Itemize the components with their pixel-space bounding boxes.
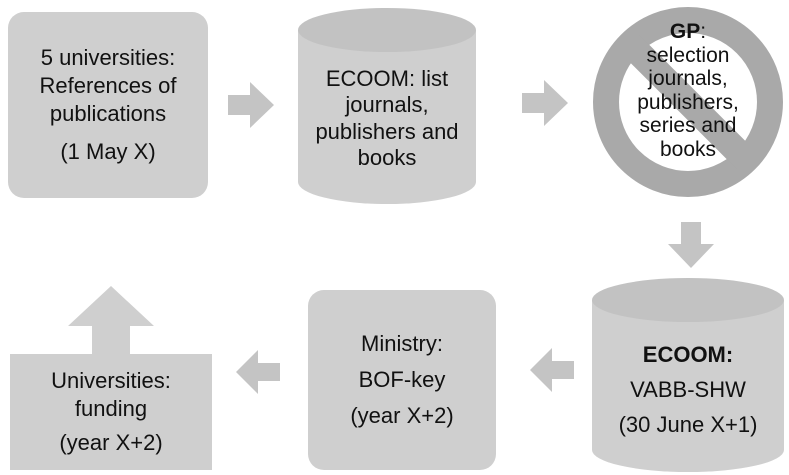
gp-title: GP xyxy=(669,20,701,43)
database-cylinder-icon xyxy=(298,8,476,204)
ecoom-list-line1: ECOOM: list xyxy=(325,66,449,91)
ecoom-vabb-line1: VABB-SHW xyxy=(630,376,746,402)
gp-line1: selection xyxy=(646,43,730,67)
gp-colon: : xyxy=(700,20,707,43)
right-arrow-icon xyxy=(228,82,274,128)
ministry-line3: (year X+2) xyxy=(350,403,454,429)
ministry-line1: Ministry: xyxy=(361,330,443,356)
ecoom-vabb-date: (30 June X+1) xyxy=(618,411,758,437)
ecoom-vabb-title: ECOOM: xyxy=(642,342,734,367)
ecoom-list-line3: publishers and xyxy=(315,118,459,144)
down-arrow-icon xyxy=(668,222,714,268)
ecoom-list-line4: books xyxy=(357,145,417,171)
database-cylinder-icon xyxy=(592,278,784,472)
gp-selection-sign: GP: selection journals, publishers, seri… xyxy=(592,4,784,200)
universities-references-box: 5 universities: References of publicatio… xyxy=(8,12,208,198)
gp-line4: series and xyxy=(639,114,737,138)
gp-line5: books xyxy=(659,137,717,161)
universities-funding-line1: Universities: xyxy=(51,367,171,393)
ecoom-list-line2: journals, xyxy=(345,92,429,118)
universities-references-line3: publications xyxy=(49,101,167,126)
ecoom-vabb-database: ECOOM: VABB-SHW (30 June X+1) xyxy=(592,278,784,472)
gp-line2: journals, xyxy=(648,67,728,91)
ministry-box: Ministry: BOF-key (year X+2) xyxy=(308,290,496,470)
left-arrow-icon xyxy=(236,350,280,394)
universities-funding-box: Universities: funding (year X+2) xyxy=(10,354,212,470)
universities-references-line2: References of xyxy=(39,72,177,98)
up-arrow-icon xyxy=(68,286,154,356)
left-arrow-icon xyxy=(530,348,574,392)
right-arrow-icon xyxy=(522,80,568,126)
universities-funding-line2: funding xyxy=(74,395,148,421)
gp-line3: publishers, xyxy=(637,90,739,114)
ecoom-list-database: ECOOM: list journals, publishers and boo… xyxy=(298,8,476,204)
prohibition-sign-icon xyxy=(593,7,783,197)
universities-funding-date: (year X+2) xyxy=(59,430,163,456)
ministry-line2: BOF-key xyxy=(358,366,446,392)
universities-references-line1: 5 universities: xyxy=(40,44,176,70)
universities-references-date: (1 May X) xyxy=(60,139,156,165)
